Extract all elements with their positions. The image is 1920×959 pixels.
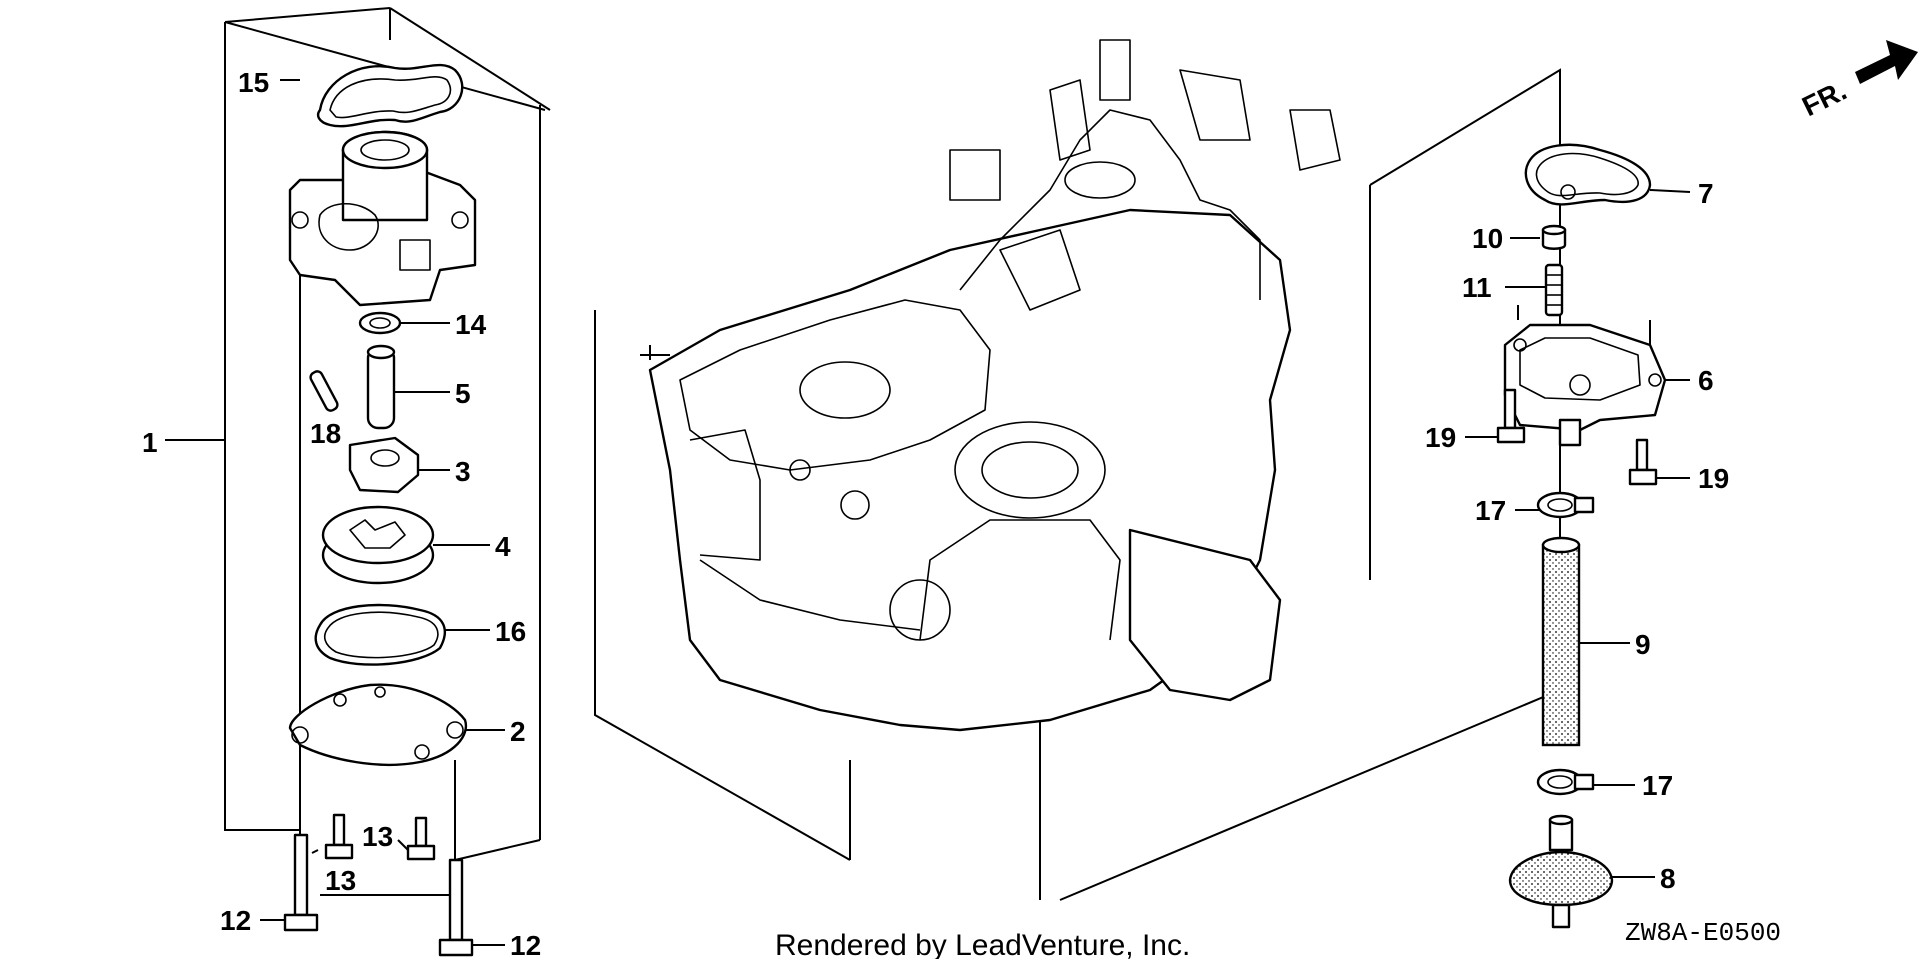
callout-7[interactable]: 7 — [1698, 178, 1714, 209]
footer-credit: Rendered by LeadVenture, Inc. — [775, 929, 1190, 959]
arrow-icon — [1855, 40, 1918, 84]
part-12-bolt-left[interactable] — [260, 833, 319, 932]
part-11-spring[interactable] — [1505, 263, 1564, 317]
part-4-outer-rotor[interactable] — [321, 505, 490, 585]
part-9-hose[interactable] — [1541, 536, 1630, 747]
callout-6[interactable]: 6 — [1698, 365, 1714, 396]
callout-11[interactable]: 11 — [1462, 272, 1492, 303]
callout-9[interactable]: 9 — [1635, 629, 1651, 660]
callout-10[interactable]: 10 — [1472, 223, 1503, 254]
part-15-gasket[interactable] — [316, 63, 464, 128]
oil-pump-housing[interactable] — [288, 130, 477, 307]
part-16-o-ring[interactable] — [314, 603, 490, 666]
part-13-bolt-left[interactable] — [324, 813, 354, 860]
part-8-valve[interactable] — [1508, 814, 1655, 929]
part-6-thermostat-cover[interactable] — [1503, 305, 1690, 447]
callout-3[interactable]: 3 — [455, 456, 471, 487]
callout-17-top[interactable]: 17 — [1475, 495, 1506, 526]
callout-19-left[interactable]: 19 — [1425, 422, 1456, 453]
part-7-gasket[interactable] — [1524, 143, 1691, 206]
part-3-inner-rotor[interactable] — [348, 436, 450, 494]
callout-8[interactable]: 8 — [1660, 863, 1676, 894]
leader-13a — [311, 849, 319, 854]
callout-12-right[interactable]: 12 — [510, 930, 541, 959]
front-direction-label: FR. — [1797, 75, 1851, 123]
part-5-pump-shaft[interactable] — [366, 344, 450, 430]
callout-19-right[interactable]: 19 — [1698, 463, 1729, 494]
front-direction-arrow — [1855, 40, 1918, 84]
part-14-oil-seal[interactable] — [358, 311, 450, 335]
part-13-bolt-right[interactable] — [406, 816, 436, 861]
part-2-pump-cover[interactable] — [288, 683, 505, 767]
callout-16[interactable]: 16 — [495, 616, 526, 647]
part-19-bolt-left[interactable] — [1465, 388, 1526, 444]
callout-13-left[interactable]: 13 — [325, 865, 356, 896]
callout-13-right[interactable]: 13 — [362, 821, 393, 852]
callout-2[interactable]: 2 — [510, 716, 526, 747]
part-17-hose-clamp-top[interactable] — [1515, 491, 1595, 519]
diagram-code: ZW8A-E0500 — [1625, 918, 1781, 948]
part-19-bolt-right[interactable] — [1628, 438, 1690, 486]
callout-17-bottom[interactable]: 17 — [1642, 770, 1673, 801]
leader-13b — [397, 839, 409, 851]
cylinder-block — [640, 39, 1341, 732]
callout-5[interactable]: 5 — [455, 378, 471, 409]
part-18-dowel-pin[interactable] — [309, 370, 339, 413]
callout-18[interactable]: 18 — [310, 418, 341, 449]
callout-4[interactable]: 4 — [495, 531, 511, 562]
callout-1[interactable]: 1 — [142, 427, 158, 458]
part-10-cap[interactable] — [1510, 224, 1567, 250]
part-17-hose-clamp-bottom[interactable] — [1536, 768, 1635, 796]
callout-12-left[interactable]: 12 — [220, 905, 251, 936]
callout-14[interactable]: 14 — [455, 309, 487, 340]
callout-15[interactable]: 15 — [238, 67, 269, 98]
part-12-bolt-right[interactable] — [438, 858, 505, 957]
